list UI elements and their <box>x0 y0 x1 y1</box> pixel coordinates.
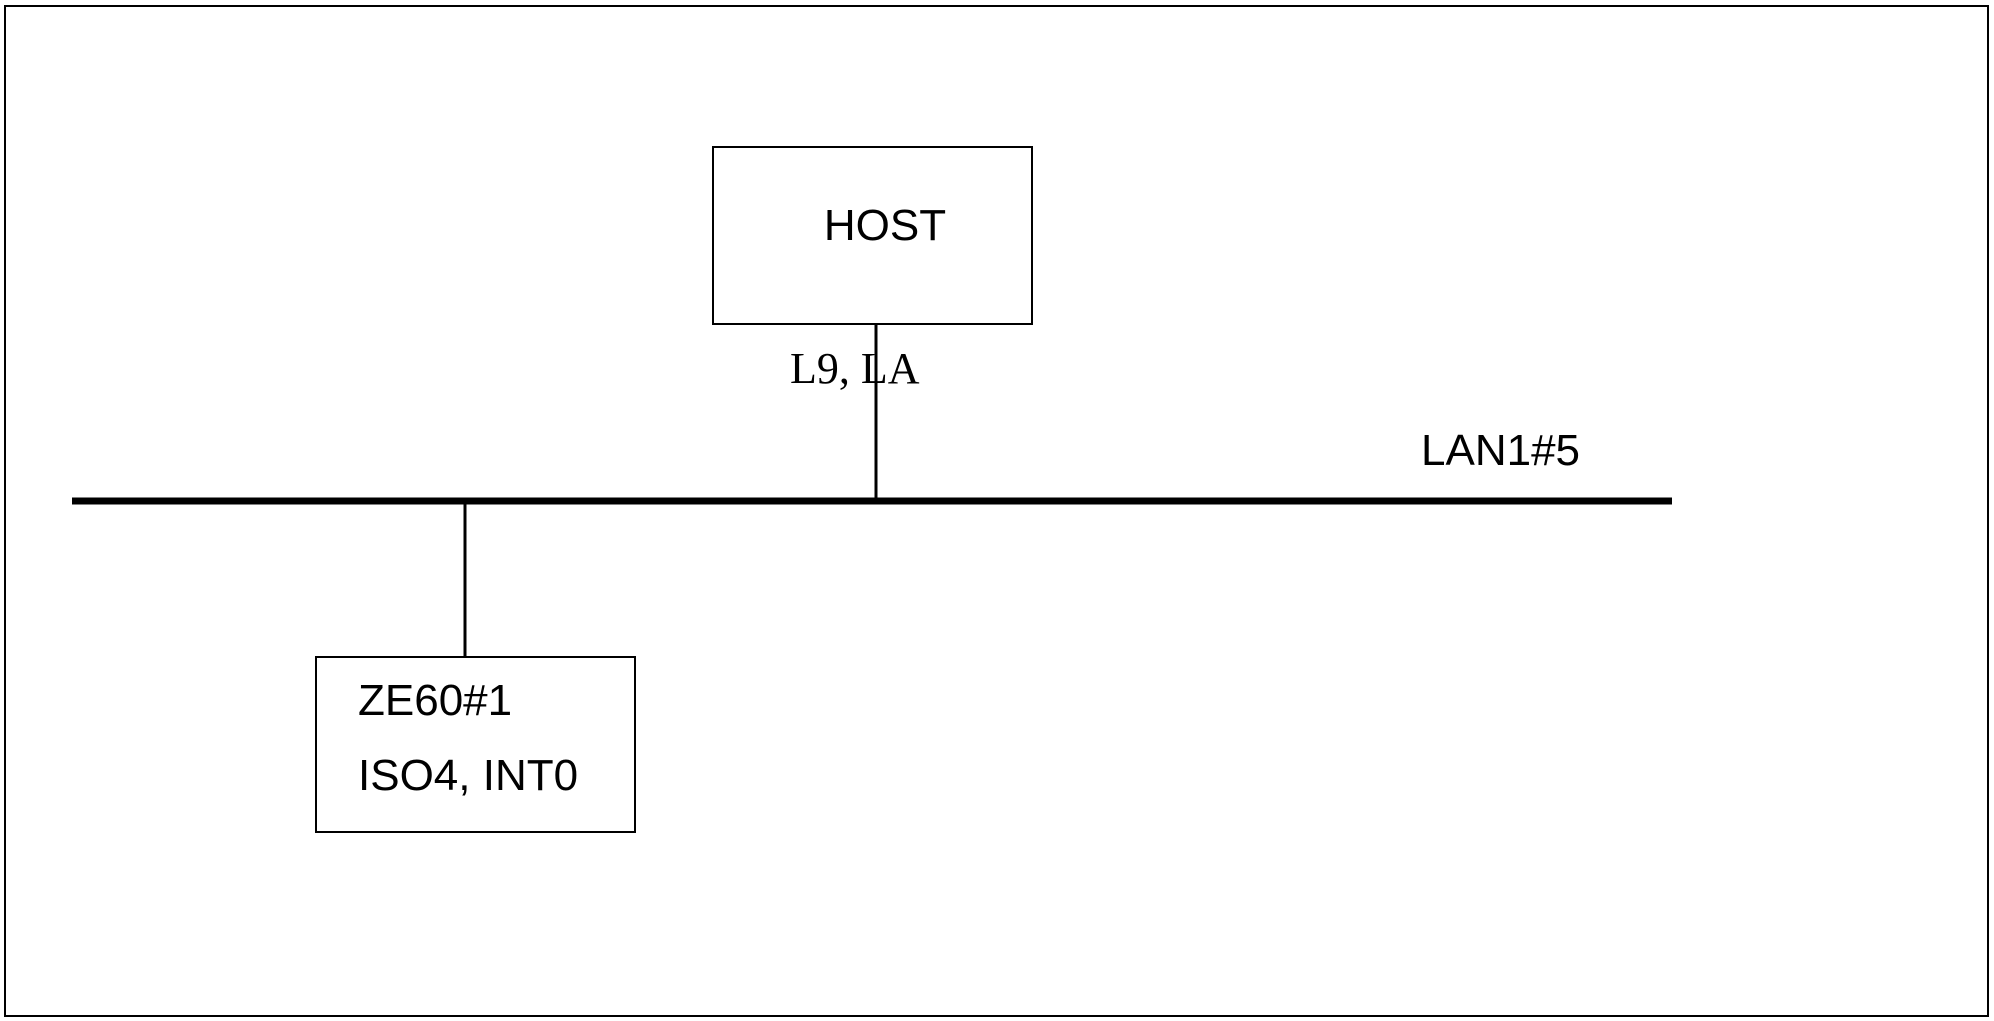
host-link-label: L9, LA <box>790 344 920 393</box>
host-box <box>712 146 1033 325</box>
ze60-node: ZE60#1 ISO4, INT0 <box>315 656 636 833</box>
lan-bus-label: LAN1#5 <box>1421 426 1580 475</box>
ze60-detail-label: ISO4, INT0 <box>358 751 578 800</box>
host-node: HOST <box>712 146 1033 325</box>
ze60-box <box>315 656 636 833</box>
host-label: HOST <box>824 201 946 250</box>
ze60-name-label: ZE60#1 <box>358 676 512 725</box>
